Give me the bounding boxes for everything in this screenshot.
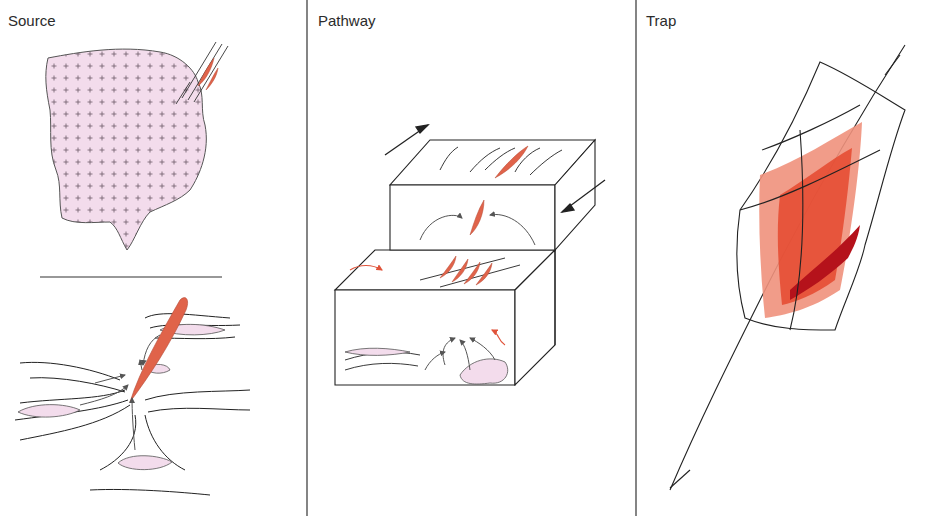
foliation bbox=[15, 314, 250, 495]
intrusion bbox=[759, 122, 862, 318]
melt-lens bbox=[198, 58, 218, 90]
structure-trace bbox=[345, 147, 562, 370]
fault-block bbox=[737, 62, 905, 330]
pluton bbox=[46, 49, 207, 250]
melt-pocket bbox=[18, 324, 225, 469]
fault-block bbox=[740, 105, 880, 330]
melt-pocket bbox=[460, 359, 508, 384]
dike-swarm bbox=[176, 42, 228, 104]
flow-arrow bbox=[80, 335, 160, 450]
shear-arrow bbox=[885, 55, 900, 75]
panel-heading: Pathway bbox=[318, 12, 376, 30]
melt-dike bbox=[130, 298, 188, 402]
divider bbox=[635, 0, 636, 516]
flow-arrow bbox=[420, 214, 535, 370]
panel-heading: Trap bbox=[646, 12, 676, 30]
shear-arrow bbox=[385, 125, 605, 212]
melt-flow-arrow bbox=[350, 266, 505, 346]
fault bbox=[670, 45, 905, 490]
block-diagram bbox=[335, 140, 595, 385]
divider bbox=[40, 276, 222, 277]
shear-arrow bbox=[670, 470, 690, 488]
panel-heading: Source bbox=[8, 12, 56, 30]
divider bbox=[306, 0, 307, 516]
melt-pocket bbox=[345, 348, 410, 355]
